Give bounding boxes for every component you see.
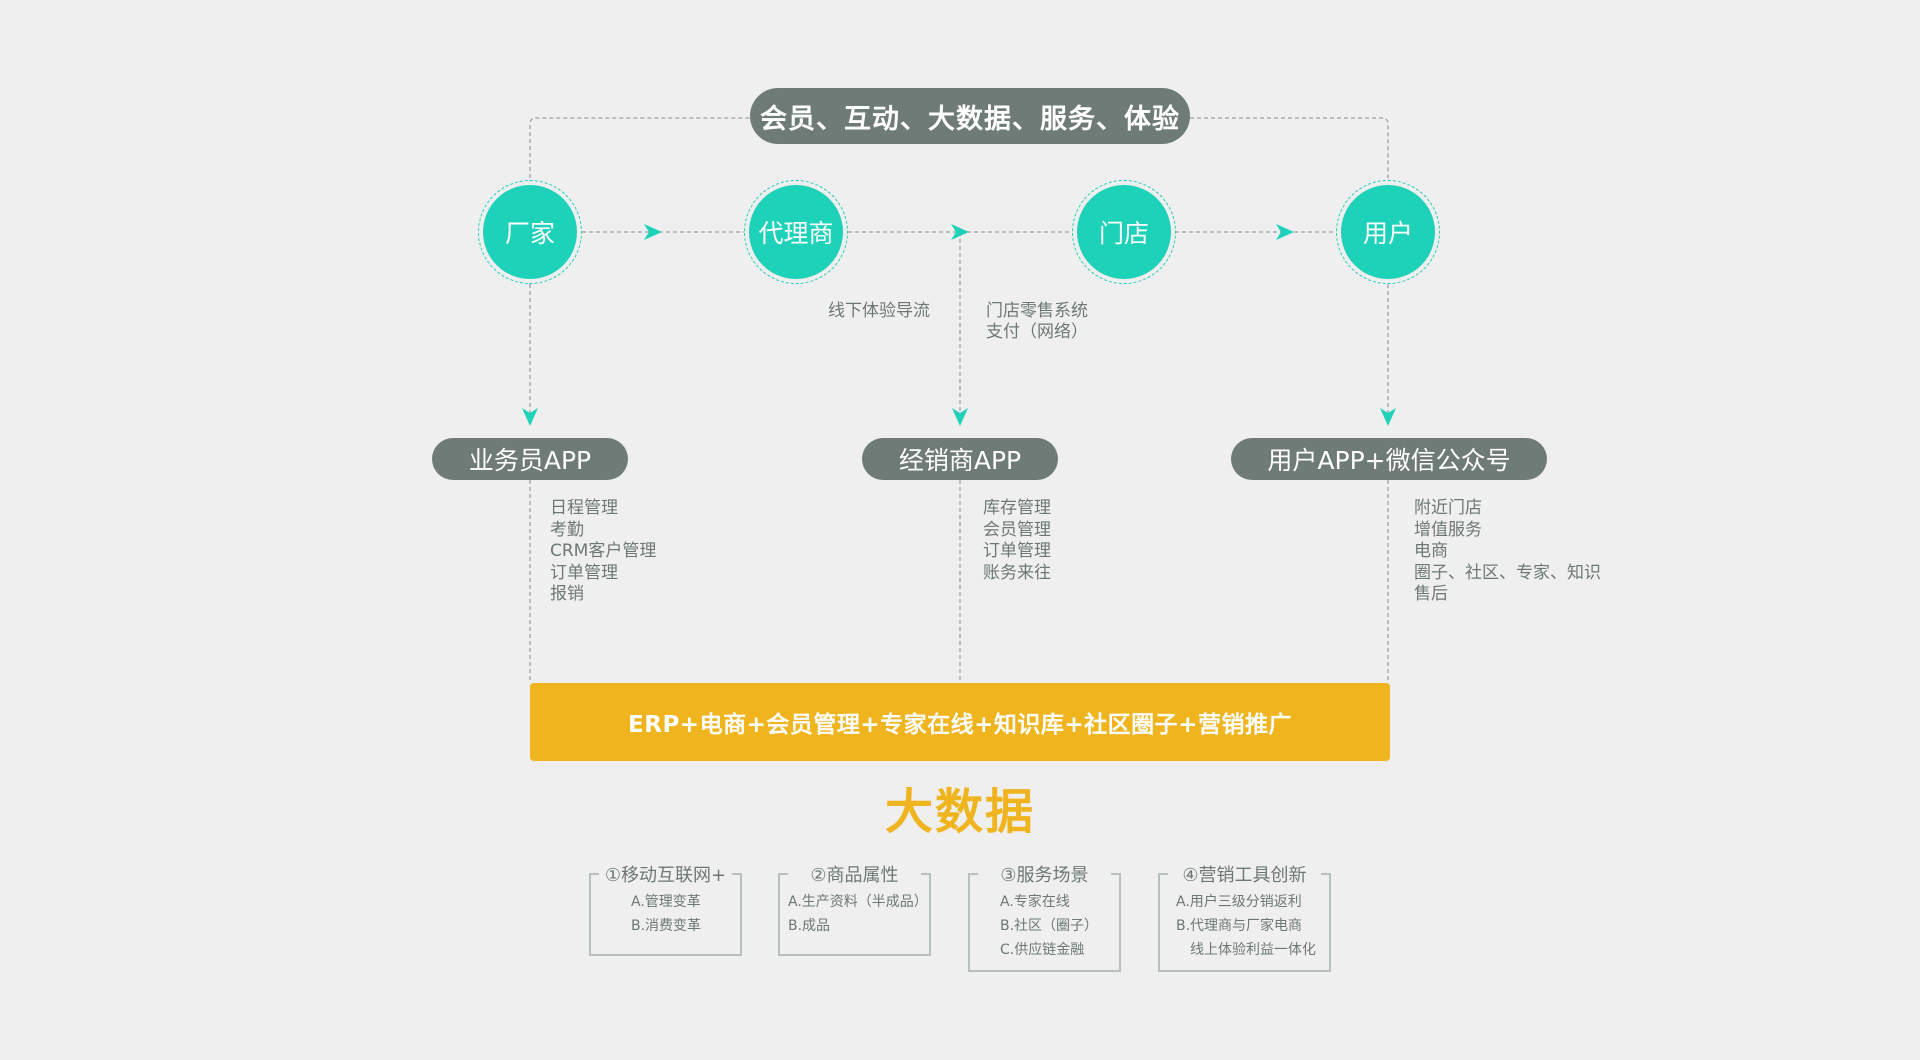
list-item: 库存管理 bbox=[983, 498, 1051, 518]
info-box-items: A.生产资料（半成品） B.成品 bbox=[788, 890, 928, 938]
big-data-title: 大数据 bbox=[884, 784, 1035, 840]
info-box-title: ④营销工具创新 bbox=[1182, 865, 1307, 886]
list-item: A.生产资料（半成品） bbox=[788, 894, 928, 910]
list-item: 售后 bbox=[1414, 584, 1448, 604]
info-box-mobile-internet: ①移动互联网+ A.管理变革 B.消费变革 bbox=[589, 865, 742, 956]
list-item: B.代理商与厂家电商 bbox=[1176, 918, 1303, 934]
top-frame-connector bbox=[529, 117, 750, 185]
list-item: 账务来往 bbox=[983, 562, 1051, 583]
list-item: C.供应链金融 bbox=[1000, 942, 1085, 958]
caption-store-system-line1: 门店零售系统 bbox=[986, 301, 1088, 321]
top-frame-connector-right bbox=[1190, 117, 1389, 185]
info-box-product-attributes: ②商品属性 A.生产资料（半成品） B.成品 bbox=[778, 865, 931, 956]
caption-offline-experience: 线下体验导流 bbox=[828, 301, 930, 321]
arrow-right-icon bbox=[951, 224, 969, 240]
list-item: 增值服务 bbox=[1414, 519, 1482, 540]
caption-store-system-line2: 支付（网络） bbox=[986, 322, 1088, 342]
list-item: 线上体验利益一体化 bbox=[1190, 942, 1316, 958]
info-box-title: ③服务场景 bbox=[1000, 865, 1089, 886]
list-item: B.社区（圈子） bbox=[1000, 918, 1099, 934]
node-manufacturer-label: 厂家 bbox=[483, 185, 577, 279]
list-item: 圈子、社区、专家、知识 bbox=[1414, 562, 1601, 583]
list-item: 订单管理 bbox=[550, 562, 618, 583]
node-manufacturer: 厂家 bbox=[478, 180, 582, 284]
arrow-right-icon bbox=[1276, 224, 1294, 240]
list-item: 日程管理 bbox=[550, 498, 618, 518]
node-user-label: 用户 bbox=[1341, 185, 1435, 279]
info-box-items: A.用户三级分销返利 B.代理商与厂家电商 线上体验利益一体化 bbox=[1176, 890, 1316, 962]
info-box-title: ②商品属性 bbox=[810, 865, 899, 886]
list-item: 电商 bbox=[1414, 541, 1448, 561]
app-pill-dealer: 经销商APP bbox=[862, 438, 1058, 480]
list-item: 附近门店 bbox=[1414, 498, 1482, 518]
node-store: 门店 bbox=[1072, 180, 1176, 284]
dealer-feature-list: 库存管理 会员管理 订单管理 账务来往 bbox=[983, 498, 1051, 584]
app-pill-salesperson: 业务员APP bbox=[432, 438, 628, 480]
salesperson-feature-list: 日程管理 考勤 CRM客户管理 订单管理 报销 bbox=[550, 498, 656, 606]
info-box-items: A.管理变革 B.消费变革 bbox=[631, 890, 701, 938]
info-box-service-scenarios: ③服务场景 A.专家在线 B.社区（圈子） C.供应链金融 bbox=[968, 865, 1121, 972]
list-item: B.成品 bbox=[788, 918, 831, 934]
top-banner-pill: 会员、互动、大数据、服务、体验 bbox=[750, 88, 1190, 144]
node-agent: 代理商 bbox=[744, 180, 848, 284]
list-item: 报销 bbox=[550, 584, 584, 604]
list-item: 订单管理 bbox=[983, 541, 1051, 561]
list-item: A.用户三级分销返利 bbox=[1176, 894, 1302, 910]
info-box-title: ①移动互联网+ bbox=[604, 865, 727, 886]
list-item: B.消费变革 bbox=[631, 918, 702, 934]
list-item: A.管理变革 bbox=[631, 894, 701, 910]
node-store-label: 门店 bbox=[1077, 185, 1171, 279]
arrow-right-icon bbox=[644, 224, 662, 240]
user-app-feature-list: 附近门店 增值服务 电商 圈子、社区、专家、知识 售后 bbox=[1414, 498, 1601, 606]
info-box-marketing-tools: ④营销工具创新 A.用户三级分销返利 B.代理商与厂家电商 线上体验利益一体化 bbox=[1158, 865, 1331, 972]
platform-bar: ERP+电商+会员管理+专家在线+知识库+社区圈子+营销推广 bbox=[530, 683, 1390, 761]
list-item: A.专家在线 bbox=[1000, 894, 1070, 910]
arrow-down-icon bbox=[1380, 408, 1396, 426]
node-agent-label: 代理商 bbox=[749, 185, 843, 279]
node-user: 用户 bbox=[1336, 180, 1440, 284]
arrow-down-icon bbox=[522, 408, 538, 426]
list-item: CRM客户管理 bbox=[550, 541, 657, 561]
arrow-down-icon bbox=[952, 408, 968, 426]
caption-store-system: 门店零售系统 支付（网络） bbox=[986, 301, 1088, 343]
list-item: 会员管理 bbox=[983, 519, 1051, 540]
app-pill-user-wechat: 用户APP+微信公众号 bbox=[1231, 438, 1547, 480]
list-item: 考勤 bbox=[550, 519, 584, 540]
info-box-items: A.专家在线 B.社区（圈子） C.供应链金融 bbox=[1000, 890, 1098, 962]
